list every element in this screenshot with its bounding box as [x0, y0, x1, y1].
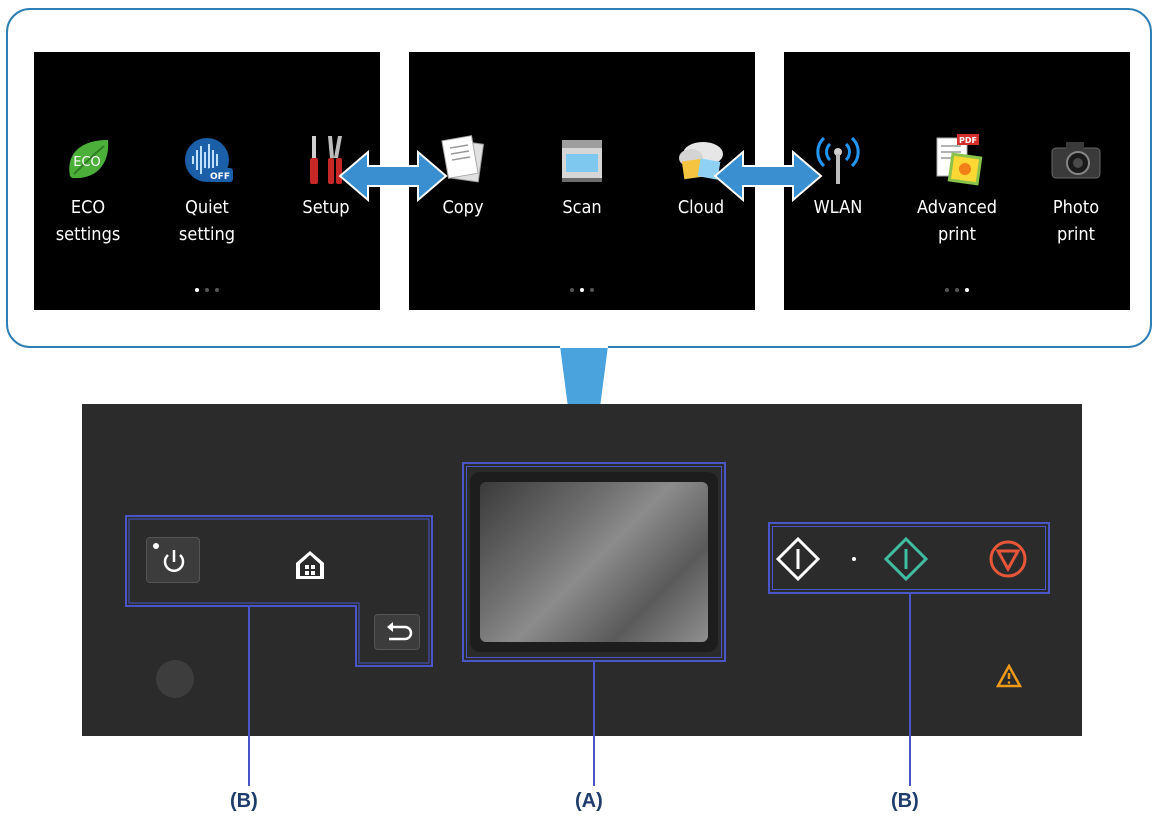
page-indicator [784, 277, 1130, 296]
back-button[interactable] [374, 614, 420, 650]
quiet-off-icon: OFF [179, 132, 235, 188]
menu-item-advanced-print[interactable]: PDF Advanced print [897, 132, 1017, 248]
menu-item-label: Quiet setting [178, 197, 236, 245]
menu-item-label: Setup [302, 197, 350, 218]
swipe-arrow-icon [338, 149, 448, 203]
menu-item-cloud[interactable]: Cloud [641, 132, 761, 221]
home-screen-page-2[interactable]: Copy Scan Cloud [409, 52, 755, 310]
svg-text:PDF: PDF [959, 136, 977, 145]
touchscreen-frame [462, 462, 726, 662]
back-arrow-icon [387, 622, 413, 641]
menu-item-quiet-setting[interactable]: OFF Quiet setting [147, 132, 267, 248]
page-dot [570, 288, 574, 292]
label-b-left: (B) [230, 790, 258, 812]
leader-line-left [248, 606, 250, 786]
black-start-button[interactable] [776, 537, 820, 581]
right-button-group-frame-inner [772, 526, 1046, 590]
advanced-print-icon: PDF [929, 132, 985, 188]
page-dot [205, 288, 209, 292]
page-dot [215, 288, 219, 292]
page-dot [945, 288, 949, 292]
black-start-lamp [852, 557, 856, 561]
menu-item-label: Copy [442, 197, 484, 218]
power-lamp [153, 543, 159, 549]
menu-item-wlan[interactable]: WLAN [778, 132, 898, 221]
menu-item-label: Scan [562, 197, 602, 218]
page-indicator [409, 277, 755, 296]
page-dot [580, 288, 584, 292]
menu-item-eco-settings[interactable]: ECO ECO settings [28, 132, 148, 248]
label-b-right: (B) [891, 790, 919, 812]
leader-line-right [909, 594, 911, 786]
copy-icon [435, 132, 491, 188]
right-button-group-frame [768, 522, 1050, 594]
page-indicator [34, 277, 380, 296]
label-a-center: (A) [575, 790, 603, 812]
page-dot [590, 288, 594, 292]
menu-item-scan[interactable]: Scan [522, 132, 642, 221]
menu-item-label: Photo print [1052, 197, 1100, 245]
home-icon[interactable] [290, 545, 330, 585]
menu-item-label: WLAN [813, 197, 863, 218]
home-screen-page-1[interactable]: ECO ECO settings OFF Quiet setting [34, 52, 380, 310]
cloud-icon [673, 132, 729, 188]
touchscreen[interactable] [470, 472, 718, 652]
eco-leaf-icon: ECO [60, 132, 116, 188]
home-screen-page-3[interactable]: WLAN PDF Advanced print Photo print [784, 52, 1130, 310]
leader-line-center [593, 662, 595, 786]
touchscreen-glass [480, 482, 708, 642]
menu-item-label: ECO settings [55, 197, 121, 245]
stop-button[interactable] [988, 539, 1028, 579]
page-dot [955, 288, 959, 292]
svg-text:OFF: OFF [210, 172, 230, 182]
power-button[interactable] [146, 537, 200, 583]
menu-item-label: Cloud [677, 197, 725, 218]
scan-icon [554, 132, 610, 188]
touchscreen-frame-inner [466, 466, 722, 658]
nfc-mark [156, 660, 194, 698]
menu-item-copy[interactable]: Copy [403, 132, 523, 221]
wlan-icon [810, 132, 866, 188]
page-dot [195, 288, 199, 292]
svg-text:ECO: ECO [73, 155, 101, 170]
photo-print-icon [1048, 132, 1104, 188]
power-icon [163, 550, 185, 572]
menu-item-photo-print[interactable]: Photo print [1016, 132, 1136, 248]
page-dot [965, 288, 969, 292]
menu-item-label: Advanced print [917, 197, 997, 245]
swipe-arrow-icon [713, 149, 823, 203]
color-start-button[interactable] [884, 537, 928, 581]
alarm-lamp-icon [996, 664, 1022, 688]
